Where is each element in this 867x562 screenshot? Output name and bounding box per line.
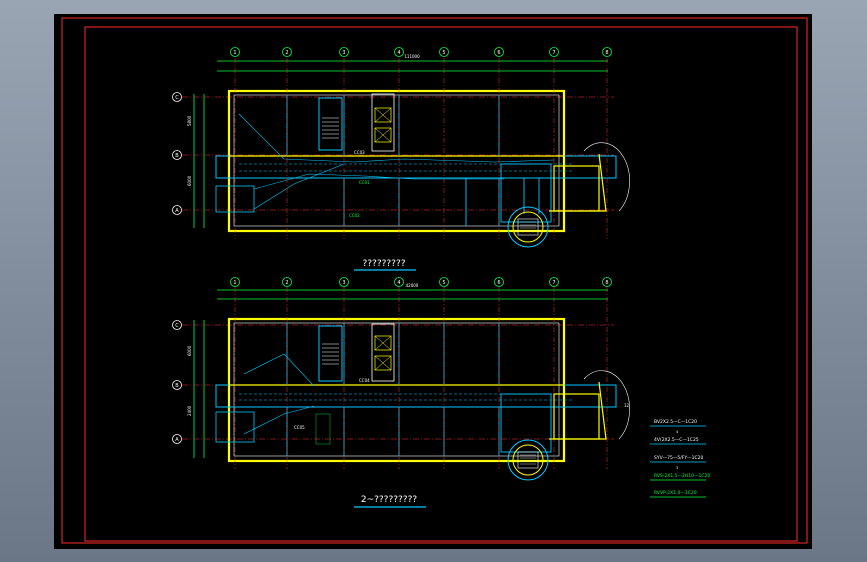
axis-number: 1 <box>233 280 236 286</box>
room-tag: CC01 <box>359 180 370 185</box>
legend-item: BV2X2.5—C—1C20 <box>654 419 697 425</box>
axis-bubbles-bottom: 1 2 3 4 5 6 7 8 <box>230 277 612 287</box>
dim-left: 5800 <box>187 115 192 126</box>
axis-number: 4 <box>397 280 400 286</box>
axis-number: 3 <box>342 280 345 286</box>
row-bubbles-top: C B A <box>172 92 182 215</box>
axis-number: 8 <box>605 280 608 286</box>
dim-overall: 42000 <box>406 283 419 288</box>
axis-number: 7 <box>552 50 555 56</box>
axis-bubble <box>230 277 240 287</box>
axis-label-C: C <box>175 95 179 101</box>
fixture-tags <box>315 413 331 445</box>
axis-number: 8 <box>605 50 608 56</box>
room-tag: CC04 <box>359 378 370 383</box>
legend-item: 4 <box>676 430 679 434</box>
room-tag: CC05 <box>294 425 305 430</box>
dim-left: 6000 <box>187 345 192 356</box>
axis-number: 4 <box>397 50 400 56</box>
legend-item: RVS-2X1.5—2H10—1C20 <box>654 473 710 479</box>
axis-bubble <box>394 47 404 57</box>
outer-wall <box>227 89 566 233</box>
axis-label-B: B <box>175 383 179 389</box>
axis-number: 3 <box>342 50 345 56</box>
axis-label-A: A <box>175 437 179 443</box>
legend-title: 12 <box>624 403 630 408</box>
axis-number: 5 <box>442 50 445 56</box>
wiring-legend: 12 BV2X2.5—C—1C20 4 4V(2X2.5—C—1C25 SYV—… <box>624 403 710 498</box>
axis-bubble <box>494 47 504 57</box>
axis-bubble <box>282 47 292 57</box>
axis-bubble <box>230 47 240 57</box>
room-tag: CC03 <box>354 150 365 155</box>
dim-overall: 111000 <box>404 54 420 59</box>
legend-item: 4V(2X2.5—C—1C25 <box>654 437 699 443</box>
axis-bubble <box>494 277 504 287</box>
inner-frame <box>84 26 798 542</box>
dim-left: 2400 <box>187 405 192 416</box>
axis-bubble <box>439 47 449 57</box>
row-bubbles-bottom: C B A <box>172 320 182 444</box>
outer-wall <box>227 317 566 463</box>
axis-bubble <box>549 47 559 57</box>
floor-plan-top: 111000 1 2 3 4 5 6 7 8 C B A 5800 6000 <box>172 47 630 271</box>
axis-label-B: B <box>175 153 179 159</box>
axis-number: 6 <box>497 50 500 56</box>
axis-number: 2 <box>285 50 288 56</box>
axis-bubble <box>339 277 349 287</box>
axis-number: 2 <box>285 280 288 286</box>
outer-frame <box>61 17 808 544</box>
room-tag: CC02 <box>349 213 360 218</box>
axis-bubble <box>602 277 612 287</box>
axis-bubble <box>394 277 404 287</box>
axis-number: 6 <box>497 280 500 286</box>
plan-title-bottom: 2~????????? <box>361 495 417 505</box>
axis-bubble <box>439 277 449 287</box>
legend-item: SYV—75—5/FY—1C20 <box>654 455 703 461</box>
dim-left: 6000 <box>187 175 192 186</box>
axis-label-A: A <box>175 208 179 214</box>
axis-bubble <box>549 277 559 287</box>
axis-bubble <box>602 47 612 57</box>
axis-label-C: C <box>175 323 179 329</box>
legend-item: RVVP-2X1.0—1C20 <box>654 490 697 496</box>
plan-title-top: ????????? <box>363 259 406 269</box>
axis-bubble <box>339 47 349 57</box>
axis-number: 1 <box>233 50 236 56</box>
axis-bubble <box>282 277 292 287</box>
legend-item: 3 <box>676 466 678 470</box>
axis-number: 5 <box>442 280 445 286</box>
axis-number: 7 <box>552 280 555 286</box>
axis-bubbles-top: 1 2 3 4 5 6 7 8 <box>230 47 612 57</box>
